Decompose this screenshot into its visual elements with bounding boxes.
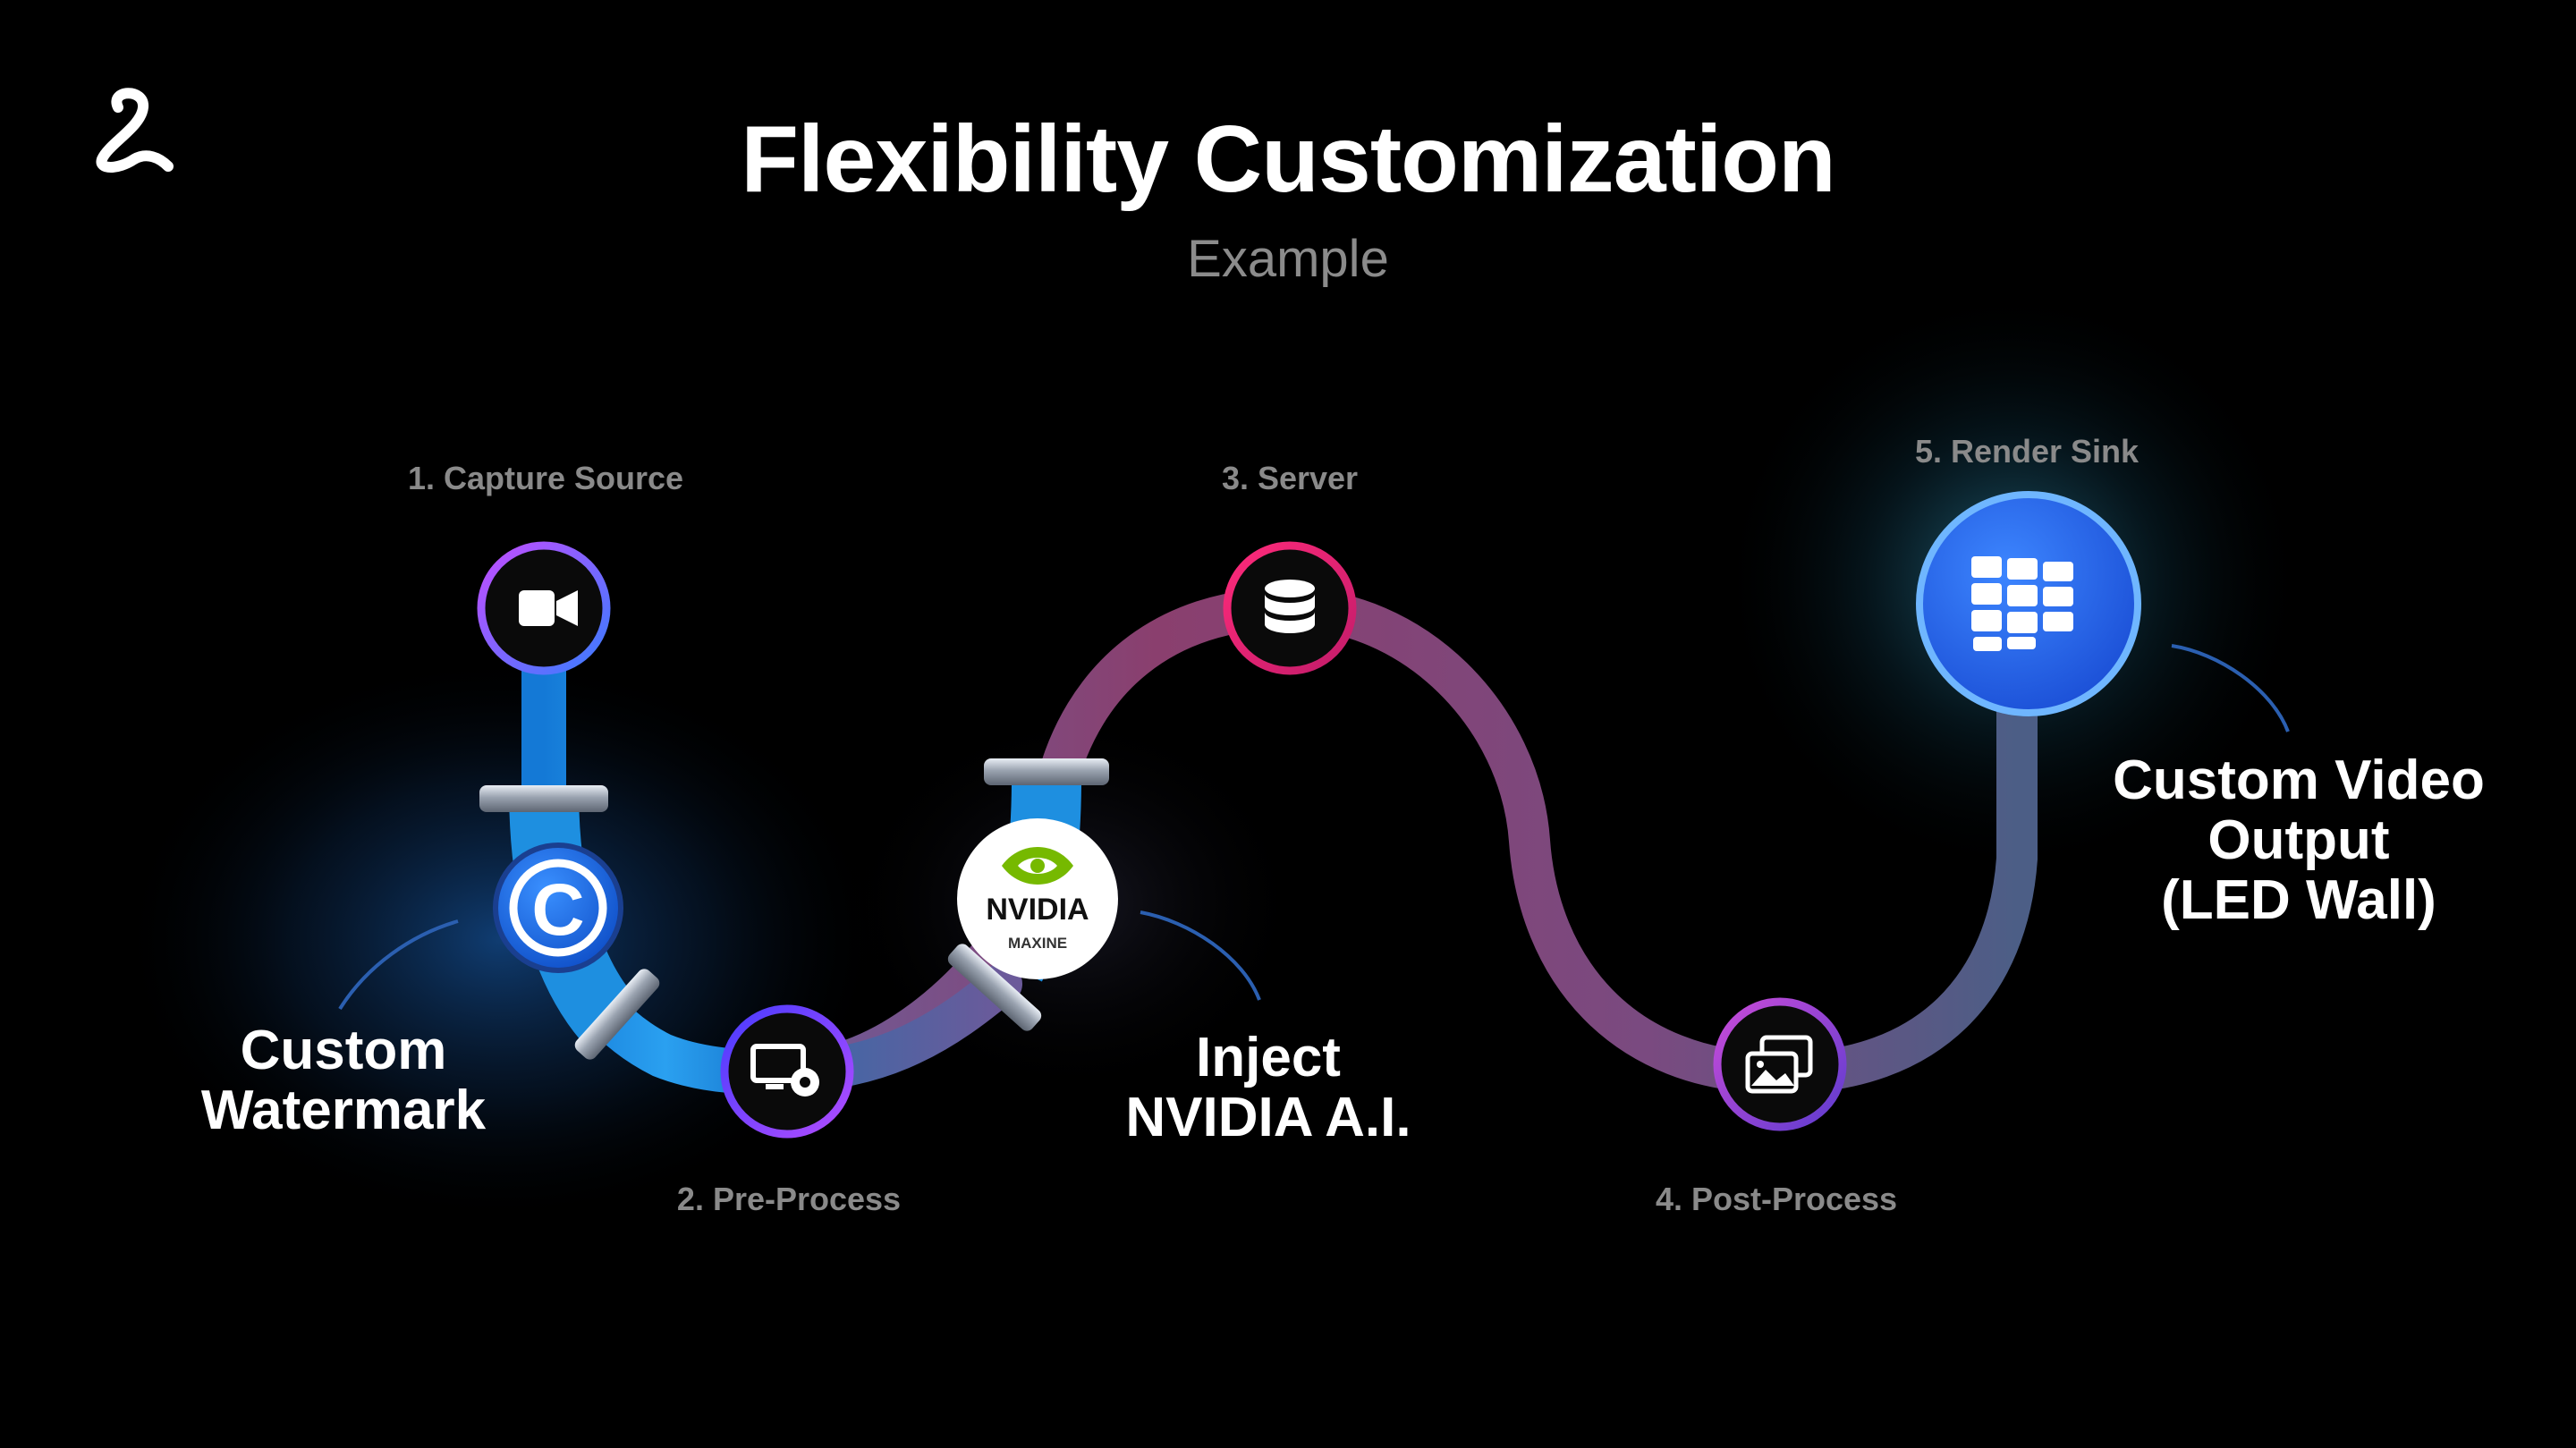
nvidia-badge: NVIDIA MAXINE (957, 818, 1118, 979)
brand-logo-icon (96, 88, 174, 173)
images-icon (1745, 1035, 1813, 1094)
callout-watermark-line-1: Custom (240, 1020, 447, 1081)
stage-node-preprocess[interactable] (720, 1004, 854, 1139)
stage-label-preprocess: 2. Pre-Process (676, 1181, 902, 1217)
pipe-collar-4 (947, 944, 1042, 1031)
stage-label-render: 5. Render Sink (1914, 433, 2140, 470)
copyright-letter: C (531, 869, 584, 951)
led-wall-icon (1971, 556, 2073, 651)
callout-nvidia-line-1: Inject (1196, 1027, 1341, 1088)
callout-output-line-2: Output (2207, 809, 2390, 871)
callout-nvidia-line-2: NVIDIA A.I. (1125, 1086, 1411, 1148)
callout-watermark: Custom Watermark (200, 1020, 487, 1141)
pipe-collar-1 (479, 785, 608, 812)
stage-node-postprocess[interactable] (1713, 997, 1847, 1131)
stage-label-server: 3. Server (1221, 460, 1359, 496)
callout-output: Custom Video Output (LED Wall) (2113, 749, 2485, 931)
video-camera-icon (519, 590, 578, 626)
callout-line-watermark (338, 919, 459, 1011)
stage-label-capture: 1. Capture Source (407, 460, 684, 496)
pipe-collar-2 (984, 758, 1109, 785)
callout-nvidia: Inject NVIDIA A.I. (1125, 1027, 1411, 1148)
page-subtitle: Example (1187, 230, 1389, 288)
callout-line-output (2171, 644, 2290, 732)
callout-watermark-line-2: Watermark (200, 1079, 487, 1141)
callout-output-line-1: Custom Video (2113, 749, 2485, 811)
stage-node-render[interactable] (1916, 491, 2141, 716)
page-title: Flexibility Customization (741, 106, 1836, 212)
database-icon (1265, 580, 1315, 633)
monitor-settings-icon (750, 1044, 819, 1097)
stage-node-capture[interactable] (477, 541, 611, 675)
watermark-badge: C (493, 843, 623, 973)
nvidia-product: MAXINE (1008, 935, 1067, 952)
stage-label-postprocess: 4. Post-Process (1655, 1181, 1898, 1217)
nvidia-wordmark: NVIDIA (986, 893, 1089, 927)
callout-output-line-3: (LED Wall) (2161, 868, 2436, 931)
nvidia-eye-icon (1002, 847, 1073, 885)
stage-node-server[interactable] (1223, 541, 1357, 675)
callout-line-nvidia (1140, 910, 1261, 1001)
pipe-collar-3 (574, 969, 660, 1060)
